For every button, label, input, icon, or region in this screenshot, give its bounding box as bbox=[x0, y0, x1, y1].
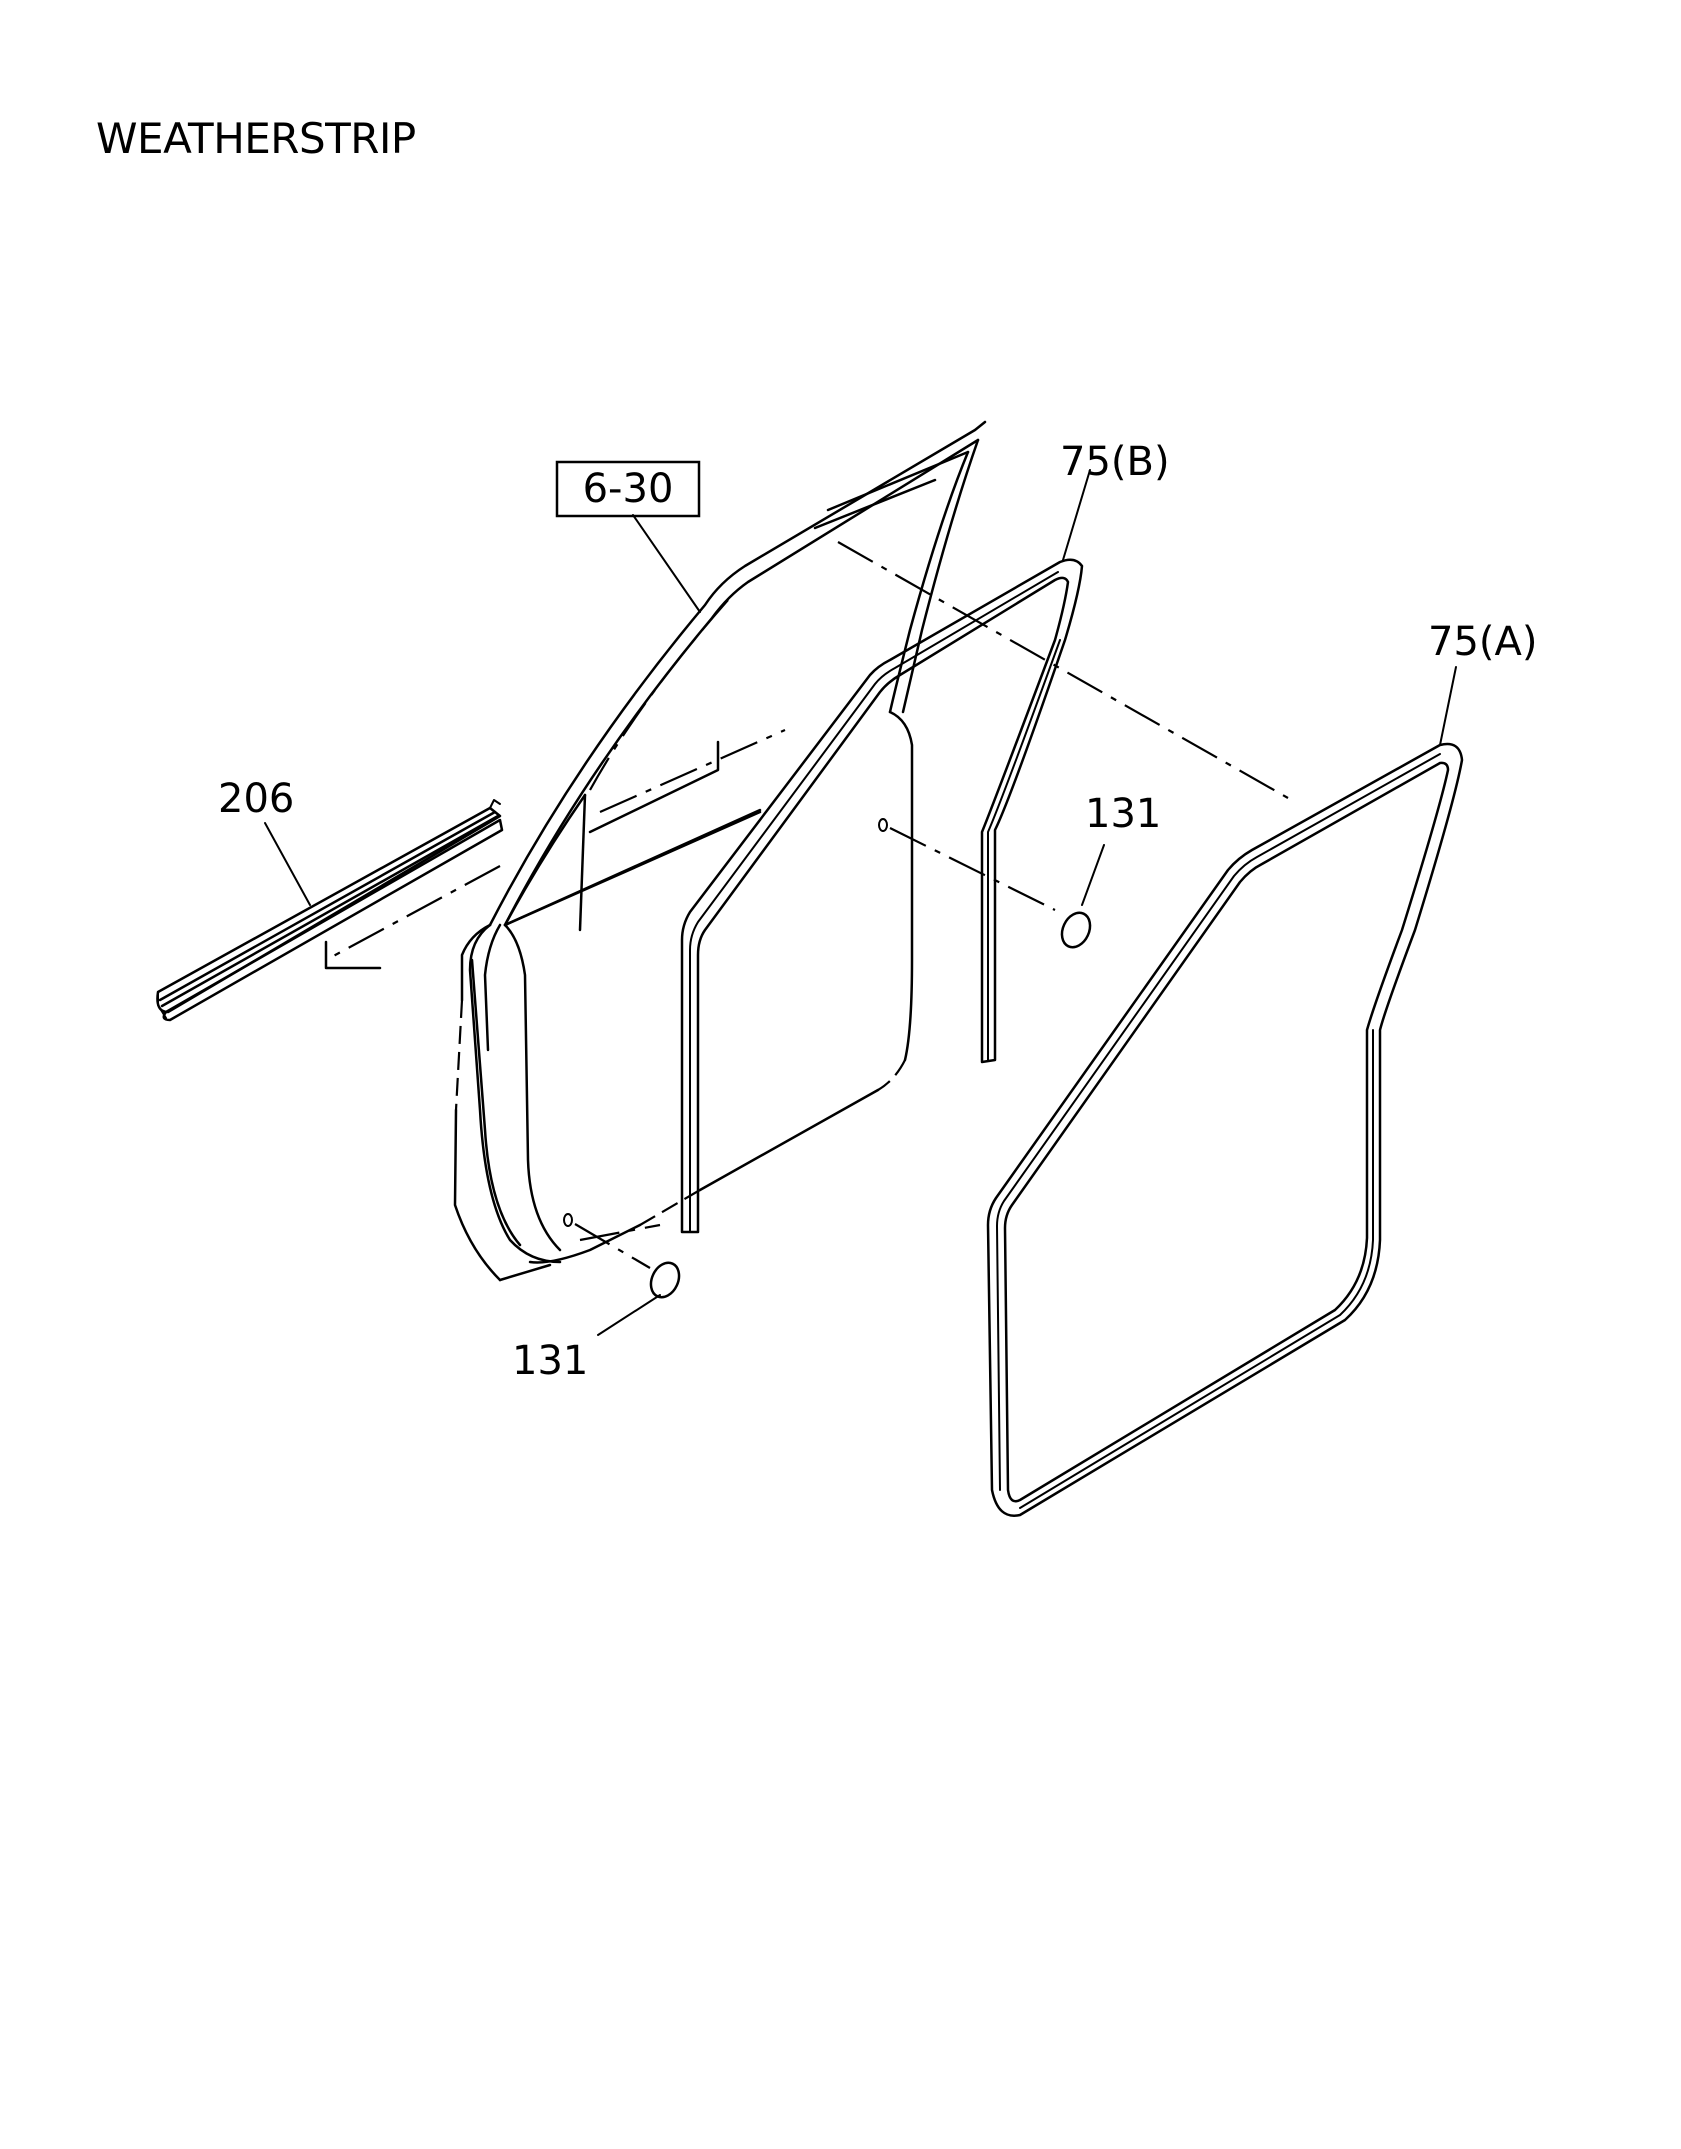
callout-131-lower: 131 bbox=[512, 1338, 588, 1384]
grommet-131-upper bbox=[878, 818, 1092, 949]
page-title: WEATHERSTRIP bbox=[96, 114, 416, 163]
weatherstrip-75a bbox=[986, 742, 1464, 1517]
callout-206: 206 bbox=[218, 776, 294, 822]
ref-box-label: 6-30 bbox=[583, 466, 674, 512]
callout-75b: 75(B) bbox=[1060, 439, 1170, 485]
ref-box-6-30[interactable]: 6-30 bbox=[555, 460, 701, 518]
grommet-131-lower bbox=[563, 1213, 681, 1299]
door-panel bbox=[453, 420, 987, 1282]
leader-lines bbox=[264, 469, 1457, 1336]
door-hinge-weatherstrip bbox=[468, 923, 562, 1264]
callout-131-upper: 131 bbox=[1085, 791, 1161, 837]
part-206-strip bbox=[156, 728, 786, 1022]
weatherstrip-75b bbox=[680, 558, 1084, 1234]
callout-75a: 75(A) bbox=[1428, 619, 1537, 665]
